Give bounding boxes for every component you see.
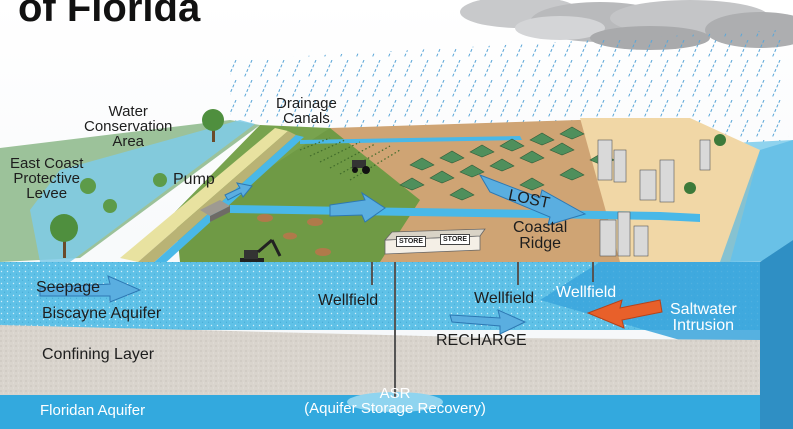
pump-arrow — [224, 182, 253, 201]
store-sign: STORE — [396, 236, 426, 247]
block-side-face — [760, 240, 793, 429]
pump-structure — [200, 200, 230, 222]
flow-arrows — [39, 174, 587, 335]
recharge-arrow — [449, 309, 527, 335]
label-pump: Pump — [173, 171, 215, 188]
seepage-arrow — [39, 275, 142, 303]
label-line: Area — [112, 133, 145, 150]
label-asr: ASR (Aquifer Storage Recovery) — [300, 386, 490, 416]
label-line: Intrusion — [672, 317, 735, 334]
conservation-canal — [30, 120, 255, 262]
houses — [399, 126, 615, 201]
well-pipes — [371, 262, 594, 398]
label-east-coast-protective-levee: East Coast Protective Levee — [10, 156, 83, 201]
label-line: (Aquifer Storage Recovery) — [304, 400, 486, 417]
cattle — [257, 214, 331, 256]
label-water-conservation-area: Water Conservation Area — [84, 104, 172, 149]
label-line: Drainage — [276, 95, 337, 112]
label-recharge: RECHARGE — [436, 332, 527, 349]
label-confining-layer: Confining Layer — [42, 346, 155, 363]
saltwater-wedge — [540, 262, 760, 340]
trees — [50, 109, 726, 258]
levee — [120, 128, 288, 262]
diagram-title: of Florida — [18, 0, 201, 30]
drainage-canal-levee — [150, 135, 304, 266]
label-line: Canals — [283, 110, 330, 127]
canal-flow-arrow — [329, 191, 386, 223]
label-line: Conservation — [84, 118, 173, 135]
store-sign: STORE — [440, 234, 470, 245]
label-drainage-canals: Drainage Canals — [276, 96, 337, 126]
label-wellfield-center: Wellfield — [474, 290, 535, 307]
city-buildings — [597, 139, 711, 257]
label-line: Saltwater — [670, 301, 737, 318]
label-floridan-aquifer: Floridan Aquifer — [40, 402, 146, 419]
label-coastal-ridge: Coastal Ridge — [513, 220, 567, 252]
label-line: Levee — [26, 185, 68, 202]
asr-bubble — [347, 392, 443, 412]
label-line: Coastal — [513, 219, 568, 236]
saltwater-intrusion-arrow — [586, 299, 663, 329]
floridan-aquifer-layer — [0, 395, 760, 429]
label-wellfield-right: Wellfield — [556, 284, 617, 301]
label-line: Protective — [13, 170, 81, 187]
label-line: Ridge — [519, 235, 562, 252]
label-biscayne-aquifer: Biscayne Aquifer — [42, 305, 162, 322]
label-wellfield-left: Wellfield — [318, 292, 379, 309]
lost-arrow — [478, 174, 587, 226]
label-line: East Coast — [10, 155, 84, 172]
label-line: ASR — [379, 385, 411, 402]
tractor — [352, 160, 370, 174]
label-line: Water — [108, 103, 148, 120]
label-saltwater-intrusion: Saltwater Intrusion — [670, 302, 737, 334]
label-seepage: Seepage — [36, 279, 101, 296]
